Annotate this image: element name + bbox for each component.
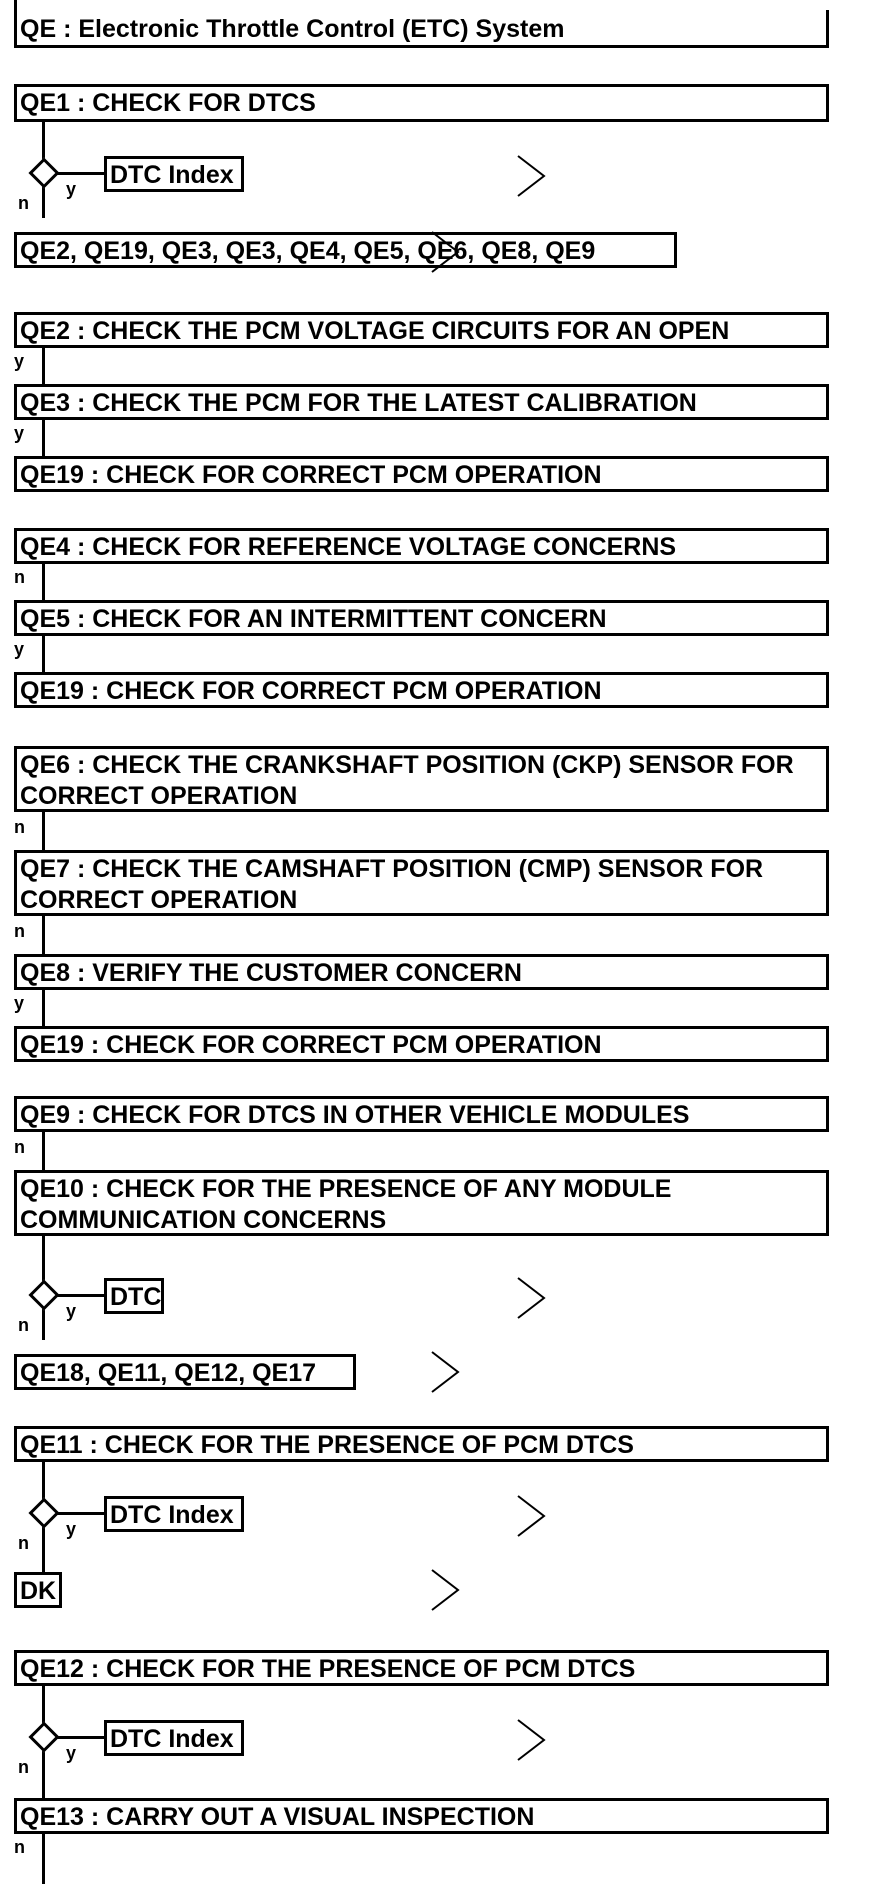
connector-line	[42, 916, 45, 956]
step-qe2: QE2 : CHECK THE PCM VOLTAGE CIRCUITS FOR…	[14, 312, 829, 348]
no-label: n	[14, 1137, 25, 1157]
connector-line	[42, 420, 45, 458]
step-qe19: QE19 : CHECK FOR CORRECT PCM OPERATION	[14, 456, 829, 492]
yes-label: y	[66, 1519, 77, 1539]
connector-line	[14, 45, 829, 48]
yes-label: y	[14, 423, 25, 443]
chevron-right-icon[interactable]	[514, 152, 548, 200]
chevron-right-icon[interactable]	[428, 1348, 462, 1396]
no-label: n	[18, 1533, 29, 1553]
decision-diamond	[28, 1721, 60, 1753]
connector-line	[42, 564, 45, 602]
yes-label: y	[66, 1301, 77, 1321]
connector-line	[14, 0, 17, 48]
step-list-qe11[interactable]: DK	[14, 1572, 62, 1608]
connector-line	[56, 172, 104, 175]
step-qe12: QE12 : CHECK FOR THE PRESENCE OF PCM DTC…	[14, 1650, 829, 1686]
step-qe3: QE3 : CHECK THE PCM FOR THE LATEST CALIB…	[14, 384, 829, 420]
connector-line	[56, 1512, 104, 1515]
step-qe19: QE19 : CHECK FOR CORRECT PCM OPERATION	[14, 1026, 829, 1062]
connector-line	[56, 1294, 104, 1297]
step-qe19: QE19 : CHECK FOR CORRECT PCM OPERATION	[14, 672, 829, 708]
decision-diamond	[28, 1497, 60, 1529]
yes-label: y	[14, 993, 25, 1013]
chevron-right-icon[interactable]	[428, 1566, 462, 1614]
step-qe1: QE1 : CHECK FOR DTCS	[14, 84, 829, 122]
link-dtc-index[interactable]: DTC Index	[104, 1496, 244, 1532]
chevron-right-icon[interactable]	[428, 228, 462, 276]
step-qe13: QE13 : CARRY OUT A VISUAL INSPECTION	[14, 1798, 829, 1834]
yes-label: y	[66, 1743, 77, 1763]
connector-line	[42, 812, 45, 852]
chevron-right-icon[interactable]	[514, 1492, 548, 1540]
step-list-qe10[interactable]: QE18, QE11, QE12, QE17	[14, 1354, 356, 1390]
yes-label: y	[66, 179, 77, 199]
step-qe9: QE9 : CHECK FOR DTCS IN OTHER VEHICLE MO…	[14, 1096, 829, 1132]
link-dtc[interactable]: DTC	[104, 1278, 164, 1314]
connector-line	[42, 990, 45, 1028]
link-dtc-index[interactable]: DTC Index	[104, 156, 244, 192]
no-label: n	[14, 1837, 25, 1857]
connector-line	[42, 1132, 45, 1172]
connector-line	[42, 1834, 45, 1884]
connector-line	[42, 348, 45, 386]
connector-line	[826, 10, 829, 48]
step-qe11: QE11 : CHECK FOR THE PRESENCE OF PCM DTC…	[14, 1426, 829, 1462]
no-label: n	[18, 1315, 29, 1335]
step-qe4: QE4 : CHECK FOR REFERENCE VOLTAGE CONCER…	[14, 528, 829, 564]
step-list-qe1[interactable]: QE2, QE19, QE3, QE3, QE4, QE5, QE6, QE8,…	[14, 232, 677, 268]
no-label: n	[14, 567, 25, 587]
chevron-right-icon[interactable]	[514, 1274, 548, 1322]
connector-line	[56, 1736, 104, 1739]
no-label: n	[14, 921, 25, 941]
chevron-right-icon[interactable]	[514, 1716, 548, 1764]
decision-diamond	[28, 1279, 60, 1311]
decision-diamond	[28, 157, 60, 189]
step-qe10: QE10 : CHECK FOR THE PRESENCE OF ANY MOD…	[14, 1170, 829, 1236]
step-qe8: QE8 : VERIFY THE CUSTOMER CONCERN	[14, 954, 829, 990]
step-qe5: QE5 : CHECK FOR AN INTERMITTENT CONCERN	[14, 600, 829, 636]
yes-label: y	[14, 639, 25, 659]
page-title: QE : Electronic Throttle Control (ETC) S…	[20, 15, 565, 43]
no-label: n	[18, 1757, 29, 1777]
step-qe7: QE7 : CHECK THE CAMSHAFT POSITION (CMP) …	[14, 850, 829, 916]
no-label: n	[14, 817, 25, 837]
yes-label: y	[14, 351, 25, 371]
link-dtc-index[interactable]: DTC Index	[104, 1720, 244, 1756]
no-label: n	[18, 193, 29, 213]
step-qe6: QE6 : CHECK THE CRANKSHAFT POSITION (CKP…	[14, 746, 829, 812]
connector-line	[42, 636, 45, 674]
